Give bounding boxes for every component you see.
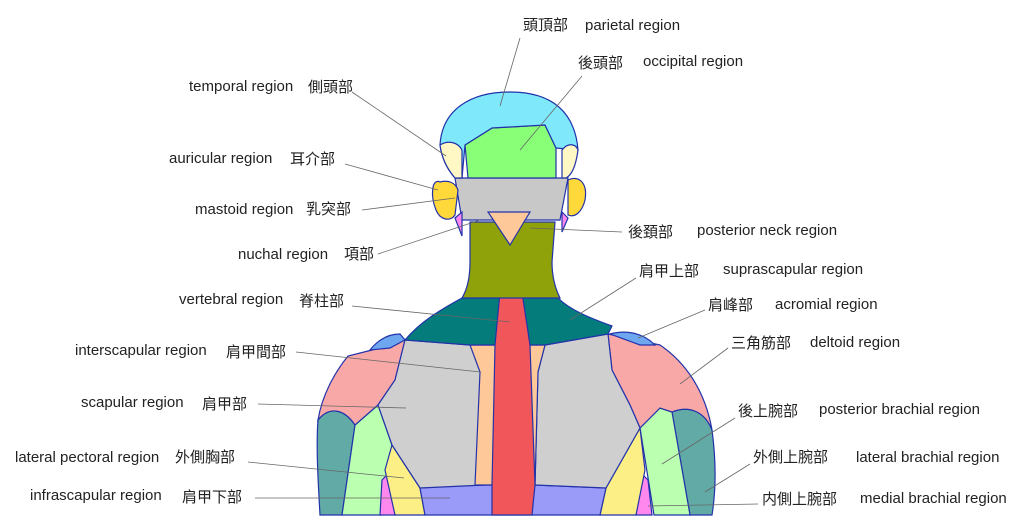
label-mastoid-en: mastoid region — [195, 201, 293, 218]
label-lateral-pectoral-jp: 外側胸部 — [175, 448, 235, 466]
label-temporal-en: temporal region — [189, 78, 293, 95]
label-suprascapular-jp: 肩甲上部 — [639, 262, 699, 280]
label-parietal-en: parietal region — [585, 17, 680, 34]
label-acromial-jp: 肩峰部 — [708, 296, 753, 314]
posterior-neck-triangle — [486, 211, 532, 247]
leader-lines — [247, 37, 759, 507]
temporal-region-right — [561, 144, 579, 179]
label-auricular-en: auricular region — [169, 150, 272, 167]
label-posterior-neck-en: posterior neck region — [697, 222, 837, 239]
label-posterior-brachial-en: posterior brachial region — [819, 401, 980, 418]
acromial-region-right — [608, 331, 657, 346]
deltoid-region-right — [607, 333, 713, 431]
acromial-region-left — [368, 333, 406, 351]
label-occipital-jp: 後頭部 — [578, 54, 623, 72]
auricular-region-right — [567, 177, 587, 217]
label-medial-brachial-jp: 内側上腕部 — [762, 490, 837, 508]
label-scapular-jp: 肩甲部 — [202, 395, 247, 413]
label-infrascapular-jp: 肩甲下部 — [182, 488, 242, 506]
label-interscapular-jp: 肩甲間部 — [226, 343, 286, 361]
label-posterior-neck-jp: 後頚部 — [628, 223, 673, 241]
label-suprascapular-en: suprascapular region — [723, 261, 863, 278]
label-lateral-brachial-en: lateral brachial region — [856, 449, 999, 466]
label-occipital-en: occipital region — [643, 53, 743, 70]
label-nuchal-en: nuchal region — [238, 246, 328, 263]
label-parietal-jp: 頭頂部 — [523, 16, 568, 34]
label-nuchal-jp: 項部 — [344, 245, 374, 263]
label-acromial-en: acromial region — [775, 296, 878, 313]
label-scapular-en: scapular region — [81, 394, 184, 411]
label-deltoid-jp: 三角筋部 — [731, 334, 791, 352]
vertebral-region — [491, 291, 536, 516]
mastoid-mark-left — [454, 210, 463, 237]
mastoid-mark-right — [561, 210, 569, 233]
auricular-region-left — [431, 180, 459, 220]
label-vertebral-jp: 脊柱部 — [299, 292, 344, 310]
label-infrascapular-en: infrascapular region — [30, 487, 162, 504]
label-vertebral-en: vertebral region — [179, 291, 283, 308]
body-figure — [316, 91, 716, 516]
temporal-region-left — [439, 141, 463, 179]
label-temporal-jp: 側頭部 — [308, 78, 353, 96]
label-auricular-jp: 耳介部 — [290, 150, 335, 168]
label-medial-brachial-en: medial brachial region — [860, 490, 1007, 507]
nuchal-region — [460, 221, 561, 299]
label-interscapular-en: interscapular region — [75, 342, 207, 359]
label-posterior-brachial-jp: 後上腕部 — [738, 402, 798, 420]
label-lateral-brachial-jp: 外側上腕部 — [753, 448, 828, 466]
label-mastoid-jp: 乳突部 — [306, 200, 351, 218]
label-deltoid-en: deltoid region — [810, 334, 900, 351]
labels: 頭頂部 parietal region 後頭部 occipital region… — [15, 16, 1007, 508]
label-lateral-pectoral-en: lateral pectoral region — [15, 449, 159, 466]
